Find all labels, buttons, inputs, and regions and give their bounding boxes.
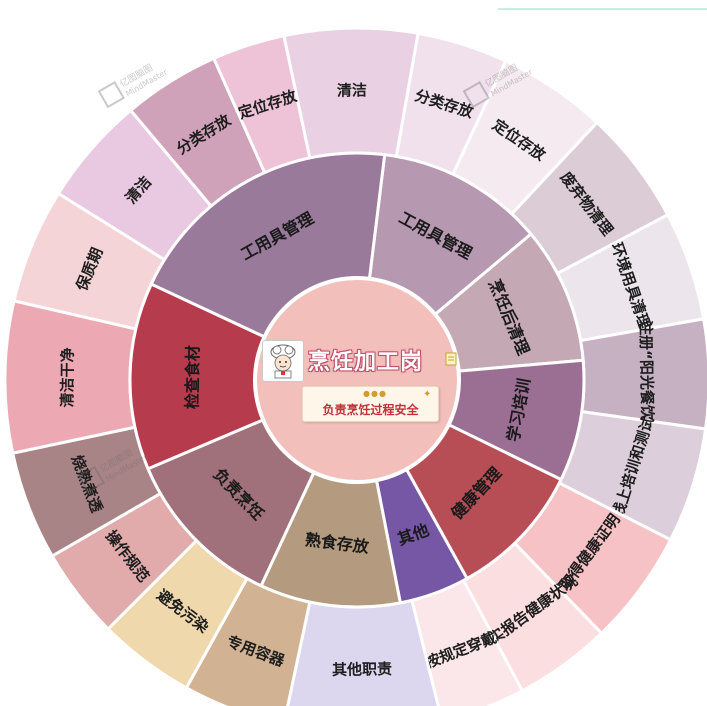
- outer-label: 注册“阳光餐饮”: [636, 320, 656, 430]
- top-divider-line: [498, 8, 707, 10]
- mindmaster-logo-icon: [77, 465, 105, 494]
- center-circle: [253, 276, 461, 484]
- outer-label: 其他职责: [332, 660, 392, 679]
- center-subtitle: 负责烹饪过程安全: [322, 403, 419, 417]
- center-subtitle-banner: ●●● ✦ 负责烹饪过程安全: [302, 386, 439, 422]
- note-icon: [445, 352, 457, 366]
- mindmaster-logo-icon: [462, 80, 490, 109]
- center-title: 烹饪加工岗: [308, 350, 424, 375]
- outer-label: 清洁: [337, 81, 367, 100]
- pin-icon: ✦: [423, 389, 432, 400]
- outer-label: 清洁干净: [58, 347, 77, 407]
- center-card: 烹饪加工岗 ●●● ✦ 负责烹饪过程安全: [262, 340, 462, 430]
- chef-avatar-icon: [262, 340, 304, 382]
- mindmaster-logo-icon: [97, 80, 125, 109]
- decor-dots: ●●●: [363, 389, 387, 398]
- outer-ring: 清洁分类存放定位存放废弃物清理环境用具清理注册“阳光餐饮”线上培训和测试取得健康…: [3, 26, 707, 706]
- inner-label: 检查食材: [182, 345, 202, 409]
